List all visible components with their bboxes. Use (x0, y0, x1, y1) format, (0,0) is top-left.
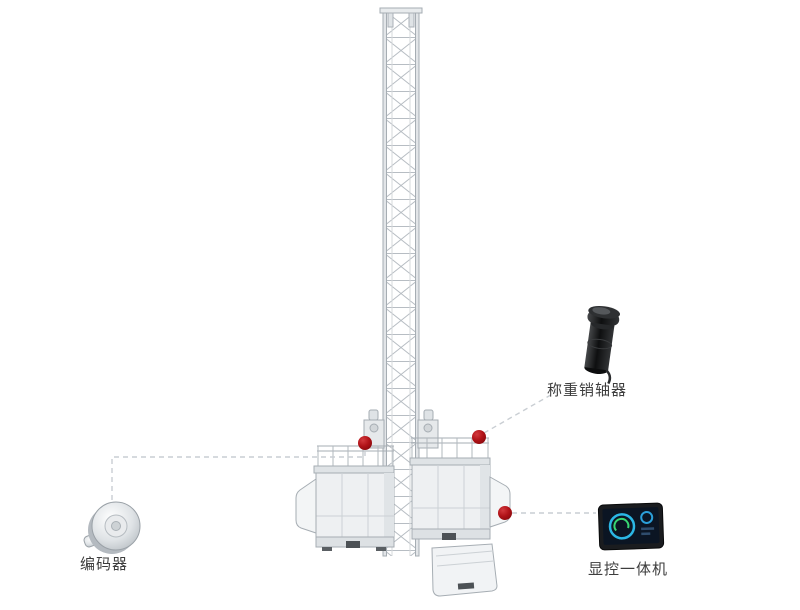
label-display-all-in-one: 显控一体机 (588, 560, 669, 578)
leader-load-pin (483, 391, 557, 434)
label-encoder: 编码器 (80, 555, 129, 573)
right-cage (409, 437, 491, 540)
label-load-pin-sensor: 称重销轴器 (547, 381, 628, 399)
encoder-icon (83, 501, 141, 554)
left-cage (313, 445, 395, 551)
drive-units (363, 409, 439, 449)
load-pin-sensor-icon (584, 305, 621, 385)
left-door-flap (295, 478, 317, 534)
marker-encoder-point (358, 436, 372, 450)
leader-encoder (111, 449, 366, 500)
mast-lattice-tower (379, 7, 423, 557)
lower-door-flap (431, 543, 498, 597)
leader-lines (111, 391, 596, 514)
display-terminal-icon (597, 502, 665, 551)
marker-load-pin-point (472, 430, 486, 444)
marker-display-point (498, 506, 512, 520)
